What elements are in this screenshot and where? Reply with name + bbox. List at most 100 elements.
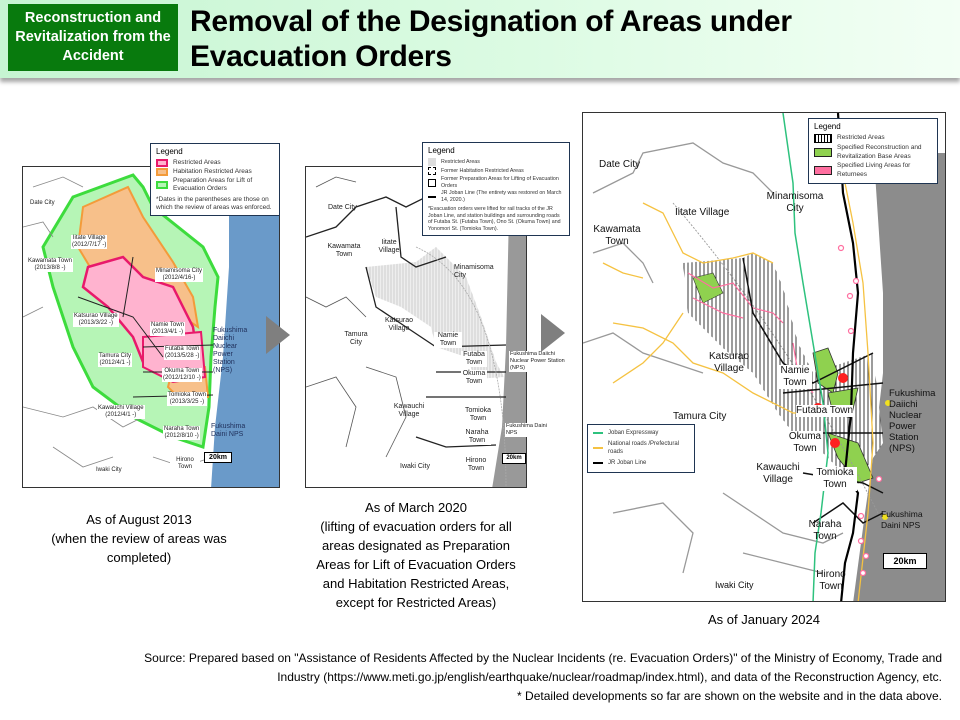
map3-legend: Legend Restricted Areas Specified Recons… xyxy=(808,118,938,184)
legend-item-restricted: Restricted Areas xyxy=(428,158,564,166)
header-banner: Reconstruction and Revitalization from t… xyxy=(0,0,960,78)
label-iitate: Iitate Village xyxy=(378,239,400,254)
legend-title: Legend xyxy=(156,147,183,156)
label-daini-nps: Fukushima Daini NPS xyxy=(211,423,246,438)
label-minamisoma: Minamisoma City xyxy=(454,264,494,279)
label-tamura: Tamura City xyxy=(344,331,368,346)
source-line2: Industry (https://www.meti.go.jp/english… xyxy=(277,670,942,684)
label-kawamata: Kawamata Town xyxy=(327,243,361,258)
label-iitate: Iitate Village xyxy=(675,207,730,218)
legend-item-living-areas: Specified Living Areas for Returnees xyxy=(814,162,932,179)
label-futaba: Futaba Town xyxy=(796,405,854,417)
label-daiichi-nps: Fukushima Daiichi Nuclear Power Station … xyxy=(213,327,248,374)
swatch-icon xyxy=(814,166,832,175)
label-date-city: Date City xyxy=(328,204,357,211)
label-tomioka: Tomioka Town(2013/3/25 -) xyxy=(167,392,207,406)
label-daini-nps: Fukushima Daini NPS xyxy=(881,509,923,530)
legend-item-roads: National roads /Prefectural roads xyxy=(593,440,689,456)
label-daini-nps-2: Fukushima Daini NPS xyxy=(505,423,551,437)
label-katsurao: Katsurao Village xyxy=(708,351,750,374)
label-futaba: Futaba Town xyxy=(461,351,487,367)
label-namie: Namie Town xyxy=(778,365,812,389)
legend-item-preparation: Preparation Areas for Lift of Evacuation… xyxy=(156,177,274,193)
map3-legend-lines: Joban Expressway National roads /Prefect… xyxy=(587,424,695,473)
swatch-icon xyxy=(814,134,832,143)
legend-item-restricted: Restricted Areas xyxy=(814,134,932,143)
scale-bar: 20km xyxy=(883,553,927,569)
legend-item-former-preparation: Former Preparation Areas for Lifting of … xyxy=(428,176,564,189)
swatch-icon xyxy=(814,148,832,157)
swatch-icon xyxy=(156,159,168,167)
page-title-line2: Evacuation Orders xyxy=(190,40,452,73)
source-line1: Source: Prepared based on "Assistance of… xyxy=(144,651,942,665)
section-badge: Reconstruction and Revitalization from t… xyxy=(8,4,178,71)
map2-caption: As of March 2020 (lifting of evacuation … xyxy=(316,500,516,610)
source-note: Source: Prepared based on "Assistance of… xyxy=(22,649,942,706)
scale-bar: 20km xyxy=(502,453,526,464)
label-iwaki: Iwaki City xyxy=(400,463,430,470)
label-kawauchi: Kawauchi Village xyxy=(393,403,425,418)
map-january-2024: Date City Iitate Village Minamisoma City… xyxy=(582,112,946,602)
label-tamura: Tamura City xyxy=(673,411,727,422)
label-namie: Namie Town(2013/4/1 -) xyxy=(150,322,185,336)
legend-item-former-habitation: Former Habitation Restricted Areas xyxy=(428,167,564,175)
label-hirono: Hirono Town xyxy=(170,457,200,471)
label-okuma: Okuma Town xyxy=(461,370,487,386)
legend-item-habitation: Habitation Restricted Areas xyxy=(156,168,274,176)
map3-caption: As of January 2024 xyxy=(707,612,821,627)
label-tomioka: Tomioka Town xyxy=(464,407,492,423)
legend-item-base-areas: Specified Reconstruction and Revitalizat… xyxy=(814,144,932,161)
legend-item-restricted: Restricted Areas xyxy=(156,159,274,167)
arrow-right-icon xyxy=(266,316,290,354)
label-katsurao: Katsurao Village(2013/3/22 -) xyxy=(73,313,119,327)
legend-item-expressway: Joban Expressway xyxy=(593,429,689,437)
label-hirono: Hirono Town xyxy=(816,569,846,592)
label-okuma: Okuma Town(2012/12/10 -) xyxy=(162,368,202,382)
label-naraha: Naraha Town xyxy=(808,519,842,542)
label-kawauchi: Kawauchi Village(2012/4/1 -) xyxy=(97,405,145,419)
source-line3: * Detailed developments so far are shown… xyxy=(517,689,942,703)
label-kawauchi: Kawauchi Village xyxy=(755,462,801,486)
label-daiichi-nps: Fukushima Daiichi Nuclear Power Station … xyxy=(889,388,936,454)
legend-item-jr-joban: JR Joban Line (The entirety was restored… xyxy=(428,190,564,203)
expressway-icon xyxy=(593,432,603,434)
label-iwaki: Iwaki City xyxy=(95,467,123,474)
page-title: Removal of the Designation of Areas unde… xyxy=(190,4,792,74)
label-futaba: Futaba Town(2013/5/28 -) xyxy=(164,346,201,360)
map2-legend: Legend Restricted Areas Former Habitatio… xyxy=(422,142,570,236)
swatch-icon xyxy=(428,178,436,187)
map-august-2013: Date City Iitate Village(2012/7/17 -) Ka… xyxy=(22,166,280,488)
label-kawamata: Kawamata Town(2013/8/8 -) xyxy=(27,258,73,272)
map1-caption: As of August 2013 (when the review of ar… xyxy=(51,512,227,565)
rail-line-icon xyxy=(428,195,436,198)
label-kawamata: Kawamata Town xyxy=(593,224,641,247)
page-title-line1: Removal of the Designation of Areas unde… xyxy=(190,5,792,38)
legend-item-jr-joban: JR Joban Line xyxy=(593,459,689,467)
road-icon xyxy=(593,447,603,449)
legend-note: *Dates in the parentheses are those on w… xyxy=(156,196,272,211)
label-iwaki: Iwaki City xyxy=(715,580,754,590)
label-tomioka: Tomioka Town xyxy=(813,467,857,491)
swatch-icon xyxy=(428,167,436,175)
swatch-icon xyxy=(428,158,436,166)
label-minamisoma: Minamisoma City xyxy=(766,191,824,214)
label-hirono: Hirono Town xyxy=(465,457,487,472)
label-naraha: Naraha Town xyxy=(463,429,491,445)
label-daiichi-nps-2: Fukushima Daiichi Nuclear Power Station … xyxy=(509,351,575,372)
map1-legend: Legend Restricted Areas Habitation Restr… xyxy=(150,143,280,216)
label-katsurao: Katsurao Village xyxy=(384,317,414,332)
label-iitate: Iitate Village(2012/7/17 -) xyxy=(71,235,108,249)
label-naraha: Naraha Town(2012/8/10 -) xyxy=(163,426,201,440)
label-okuma: Okuma Town xyxy=(787,431,823,455)
label-date-city: Date City xyxy=(599,159,641,170)
label-date-city: Date City xyxy=(29,200,56,207)
swatch-icon xyxy=(156,181,168,189)
legend-title: Legend xyxy=(814,122,841,131)
label-minamisoma: Minamisoma City(2012/4/16-) xyxy=(155,268,204,282)
scale-bar: 20km xyxy=(204,452,232,463)
label-namie: Namie Town xyxy=(434,332,462,348)
legend-title: Legend xyxy=(428,146,455,155)
arrow-right-icon xyxy=(541,314,565,352)
swatch-icon xyxy=(156,168,168,176)
label-tamura: Tamura City(2012/4/1 -) xyxy=(98,353,133,367)
